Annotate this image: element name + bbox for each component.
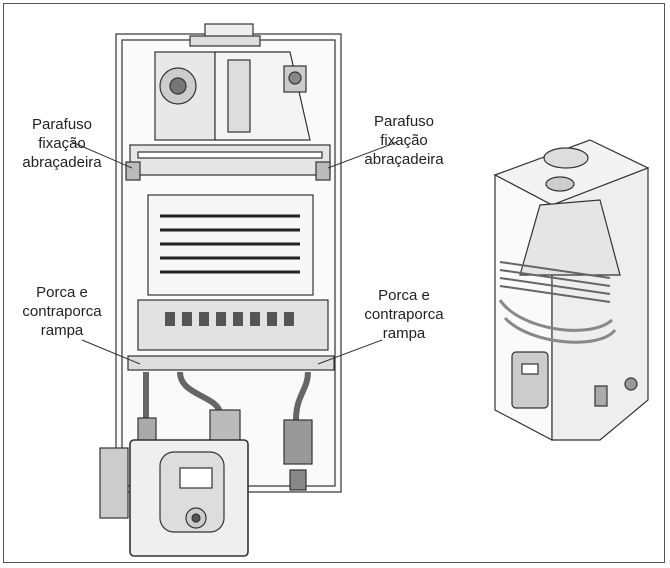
label-line: contraporca (364, 306, 444, 323)
label-line: fixação (380, 132, 428, 149)
label-line: rampa (382, 325, 426, 342)
label-line: rampa (40, 322, 84, 339)
label-screw-clamp-left: Parafuso fixação abraçadeira (10, 115, 114, 172)
label-line: abraçadeira (22, 154, 102, 171)
boiler-isometric-view (493, 139, 650, 441)
diagram-frame (3, 3, 665, 563)
label-nut-ramp-left: Porca e contraporca rampa (10, 283, 114, 340)
leader-lines (71, 141, 398, 365)
label-nut-ramp-right: Porca e contraporca rampa (352, 286, 456, 343)
label-line: contraporca (22, 303, 102, 320)
label-line: abraçadeira (364, 151, 444, 168)
label-line: Porca e (378, 287, 430, 304)
label-screw-clamp-right: Parafuso fixação abraçadeira (352, 112, 456, 169)
boiler-front-view (99, 23, 342, 557)
label-line: fixação (38, 135, 86, 152)
label-line: Parafuso (373, 113, 435, 130)
label-line: Parafuso (31, 116, 93, 133)
label-line: Porca e (36, 284, 88, 301)
